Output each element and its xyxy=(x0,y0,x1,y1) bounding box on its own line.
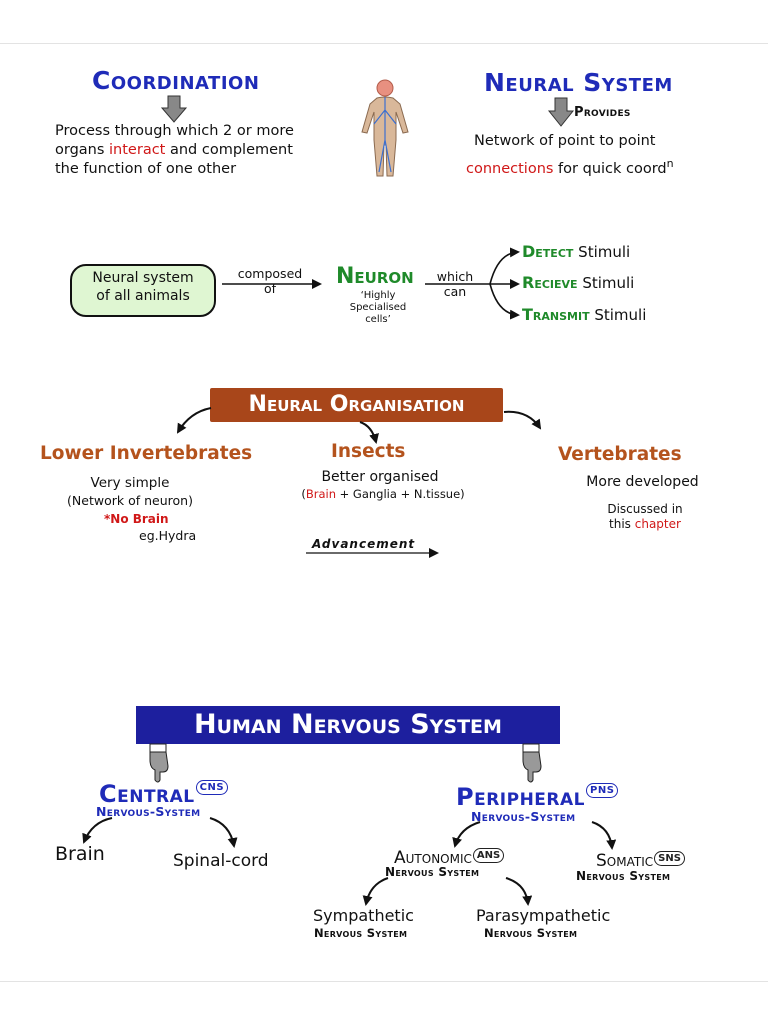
central-subtitle: Nervous-System xyxy=(96,804,201,819)
neural-system-title: Neural System xyxy=(484,68,673,97)
autonomic-arrow xyxy=(452,821,481,848)
neural-organisation-banner: Neural Organisation xyxy=(210,388,503,422)
pointing-hand-icon xyxy=(149,743,169,783)
lower-invertebrates-text: Very simple (Network of neuron) xyxy=(67,475,193,508)
somatic-subtitle: Nervous System xyxy=(576,869,671,883)
provides-label: Provides xyxy=(574,105,631,120)
sympathetic-title: Sympathetic xyxy=(313,906,414,925)
lower-invertebrates-arrow xyxy=(176,407,212,434)
sns-badge: SNS xyxy=(654,851,685,866)
brain-arrow xyxy=(82,817,113,844)
coordination-text: Process through which 2 or more organs i… xyxy=(55,122,294,179)
human-nervous-system-figure-icon xyxy=(361,79,409,177)
detect-arrow xyxy=(489,247,520,285)
sympathetic-subtitle: Nervous System xyxy=(314,926,408,940)
transmit-stimuli: Transmit Stimuli xyxy=(522,305,647,324)
parasympathetic-subtitle: Nervous System xyxy=(484,926,578,940)
neural-system-line-2: connections for quick coordn xyxy=(466,157,674,177)
parasympathetic-arrow xyxy=(505,877,533,906)
neuron-title: Neuron xyxy=(336,264,414,289)
pointing-hand-icon xyxy=(522,743,542,783)
sympathetic-arrow xyxy=(362,877,389,906)
brain-label: Brain xyxy=(55,843,105,865)
somatic-arrow xyxy=(591,821,617,850)
insects-line-1: Better organised xyxy=(321,469,439,485)
ans-badge: ANS xyxy=(472,848,505,863)
advancement-label: Advancement xyxy=(312,537,416,551)
spinal-cord-label: Spinal-cord xyxy=(173,851,269,871)
spinal-cord-arrow xyxy=(209,817,238,848)
vertebrates-line-1: More developed xyxy=(586,474,699,490)
coordination-title: Coordination xyxy=(92,66,260,95)
autonomic-subtitle: Nervous System xyxy=(385,865,480,879)
peripheral-subtitle: Nervous-System xyxy=(471,809,576,824)
insects-title: Insects xyxy=(331,441,406,462)
neural-system-line-1: Network of point to point xyxy=(474,133,656,149)
bottom-divider xyxy=(0,981,768,982)
no-brain-note: *No Brain xyxy=(104,512,169,526)
cns-badge: CNS xyxy=(195,780,229,795)
lower-invertebrates-title: Lower Invertebrates xyxy=(40,443,253,464)
neural-system-down-arrow-icon xyxy=(547,97,575,127)
recieve-stimuli: Recieve Stimuli xyxy=(522,273,635,292)
vertebrates-title: Vertebrates xyxy=(558,444,682,465)
hydra-example: eg.Hydra xyxy=(139,528,197,543)
detect-stimuli: Detect Stimuli xyxy=(522,242,631,261)
vertebrates-note: Discussed in this chapter xyxy=(607,502,683,531)
parasympathetic-title: Parasympathetic xyxy=(476,906,611,925)
insects-line-2: (Brain + Ganglia + N.tissue) xyxy=(301,487,465,501)
coordination-line-1: Process through which 2 or more xyxy=(55,123,294,139)
coordination-line-2: organs interact and complement xyxy=(55,142,293,158)
coordination-down-arrow-icon xyxy=(160,95,188,123)
human-nervous-system-banner: Human Nervous System xyxy=(136,706,560,744)
pns-badge: PNS xyxy=(586,783,619,798)
neural-system-cloud: Neural system of all animals xyxy=(70,264,216,317)
transmit-arrow xyxy=(489,283,520,320)
insects-arrow xyxy=(359,421,379,444)
coordination-line-3: the function of one other xyxy=(55,161,237,177)
vertebrates-arrow xyxy=(503,410,542,430)
top-divider xyxy=(0,43,768,44)
